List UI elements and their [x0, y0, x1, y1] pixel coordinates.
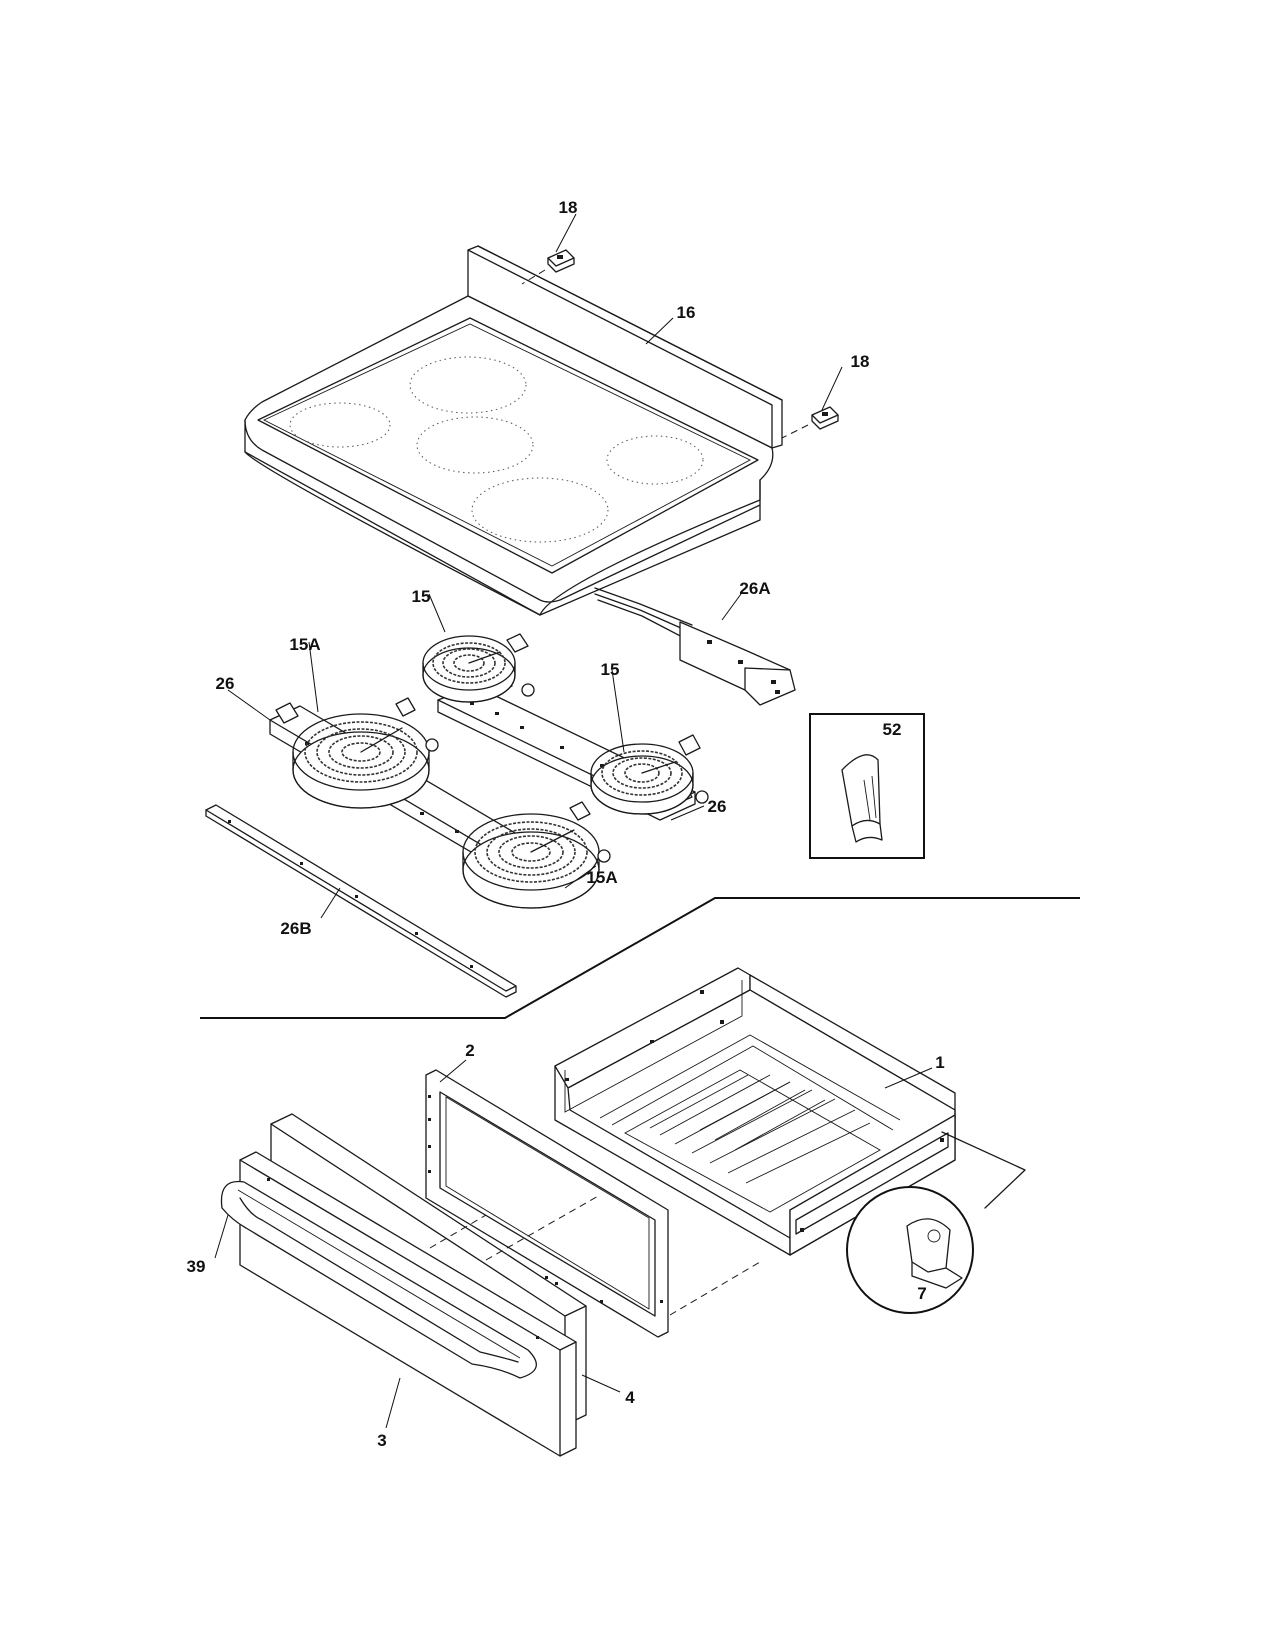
section-divider	[200, 897, 1080, 1019]
leader-lines	[214, 213, 933, 1429]
label-18-top: 18	[559, 198, 578, 217]
assembly-line-c	[429, 1214, 487, 1249]
label-4: 4	[625, 1388, 635, 1407]
label-3: 3	[377, 1431, 386, 1450]
label-26-right: 26	[708, 797, 727, 816]
part-labels: 18 16 18 15 26A 15A 15 26 52 26 15A 26B …	[187, 198, 945, 1450]
label-39: 39	[187, 1257, 206, 1276]
label-26A: 26A	[739, 579, 770, 598]
inset-circle-7	[846, 1186, 974, 1314]
surface-element-15A-front	[462, 801, 611, 909]
cooktop-glass-top	[244, 245, 783, 616]
label-15A-left: 15A	[289, 635, 320, 654]
drawer-handle-39	[220, 1180, 537, 1379]
drawer-body-1	[554, 967, 1026, 1256]
assembly-line-a	[485, 1194, 601, 1261]
label-7: 7	[917, 1284, 926, 1303]
front-trim-26B	[205, 804, 517, 998]
label-15-right: 15	[601, 660, 620, 679]
label-52: 52	[883, 720, 902, 739]
label-15-back: 15	[412, 587, 431, 606]
clip-18-right	[781, 406, 839, 439]
label-26B: 26B	[280, 919, 311, 938]
wire-harness-26A	[594, 587, 796, 706]
inset-box-52	[809, 713, 925, 859]
surface-element-15-back	[422, 633, 535, 703]
assembly-line-b	[669, 1261, 761, 1316]
label-15A-front: 15A	[586, 868, 617, 887]
label-1: 1	[935, 1053, 944, 1072]
label-16: 16	[677, 303, 696, 322]
label-2: 2	[465, 1041, 474, 1060]
clip-18-top	[521, 249, 575, 285]
drawer-liner-frame-2	[425, 1069, 669, 1338]
surface-element-15-right	[590, 734, 709, 815]
surface-element-15A-left	[292, 697, 439, 809]
label-18-right: 18	[851, 352, 870, 371]
label-26-left: 26	[216, 674, 235, 693]
